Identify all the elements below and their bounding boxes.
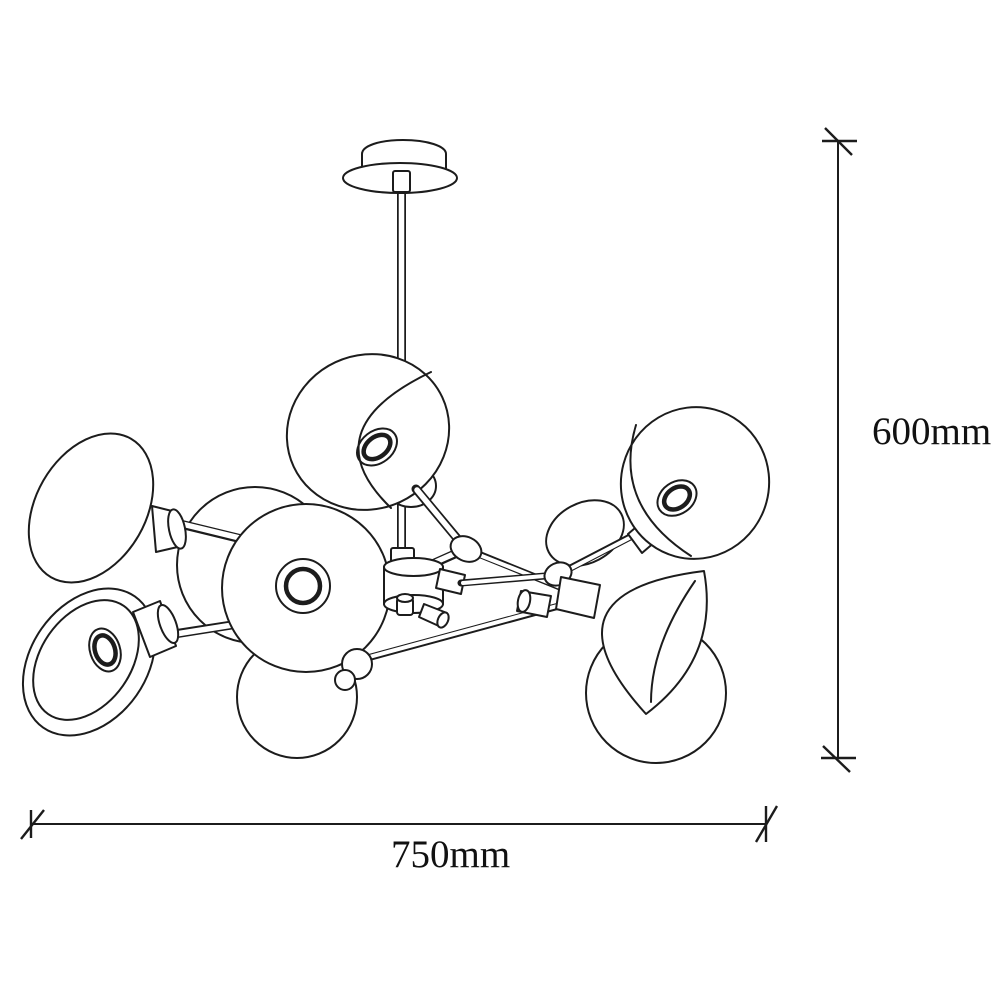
width-dimension: 750mm [20,805,779,876]
lower-right-rim [650,580,696,703]
shade-front-center [221,503,391,673]
height-dimension: 600mm [821,127,991,773]
upper-right-bulb-hole [661,484,693,512]
central-hub [383,547,466,629]
canopy-connector [392,170,411,193]
lower-left-bulb-hole [92,633,118,667]
bottom-shade-joint [334,648,373,691]
upper-right-rim [629,424,692,557]
arm-joint-cylinder [516,589,552,618]
height-dimension-label: 600mm [872,410,991,453]
lower-right-socket [555,576,601,619]
lower-left-socket [132,600,177,658]
shade-lower-left [21,587,180,737]
shade-upper-left [27,432,187,584]
shade-lower-right-front [555,570,708,715]
shade-upper-right [619,406,771,560]
top-shade-rim [357,371,432,509]
ceiling-canopy [342,139,458,194]
hub-cone [435,568,466,595]
width-dimension-label: 750mm [391,833,510,876]
shade-top-center [285,353,451,511]
top-shade-bulb-hole [361,432,393,462]
elbow-joint [449,535,483,563]
